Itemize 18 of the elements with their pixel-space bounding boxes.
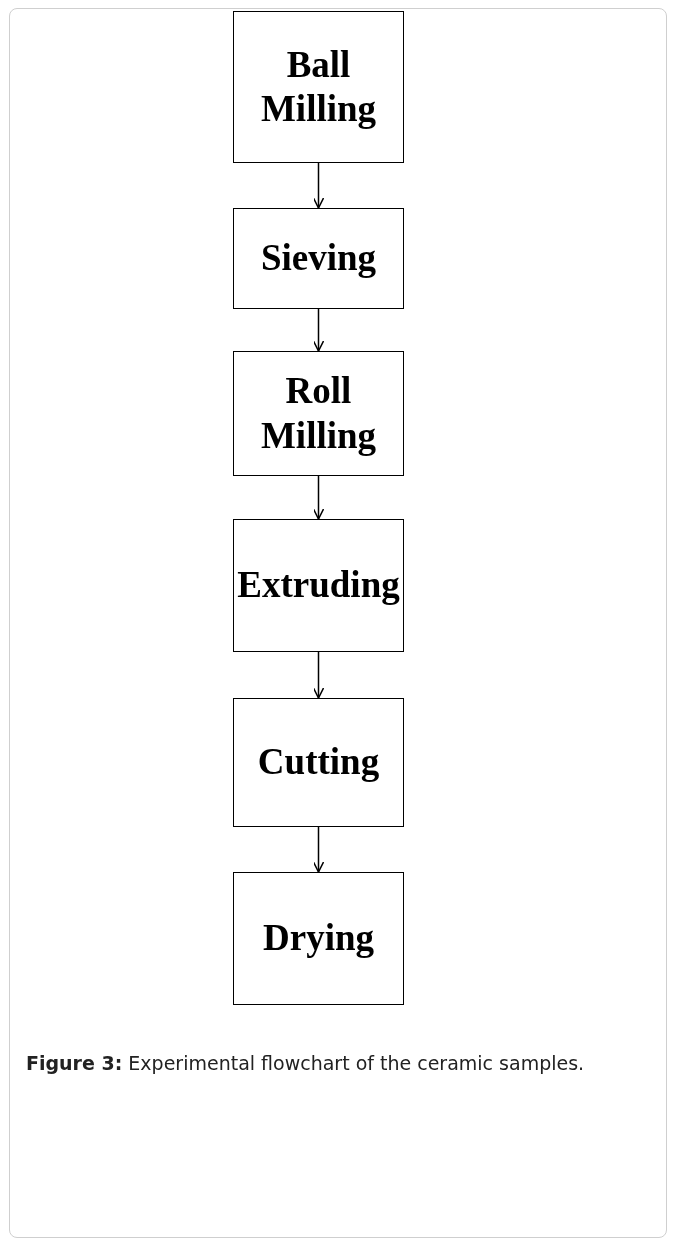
- process-box: [233, 208, 404, 309]
- process-box: [233, 519, 404, 652]
- step-label: Ball Milling: [259, 42, 378, 131]
- arrow: [312, 475, 325, 520]
- process-box: [233, 872, 404, 1005]
- arrow: [312, 651, 325, 699]
- process-box: [233, 11, 404, 163]
- figure-caption: Figure 3: Experimental flowchart of the ceramic samples.: [26, 1051, 586, 1076]
- arrow: [312, 162, 325, 209]
- process-box: [233, 698, 404, 827]
- step-label: Sieving: [260, 236, 377, 281]
- step-label: Drying: [263, 916, 374, 961]
- process-box: [233, 351, 404, 476]
- step-label: Cutting: [257, 740, 380, 785]
- arrow: [312, 308, 325, 352]
- step-label: Roll Milling: [259, 369, 378, 458]
- arrow: [312, 826, 325, 873]
- step-label: Extruding: [237, 563, 400, 608]
